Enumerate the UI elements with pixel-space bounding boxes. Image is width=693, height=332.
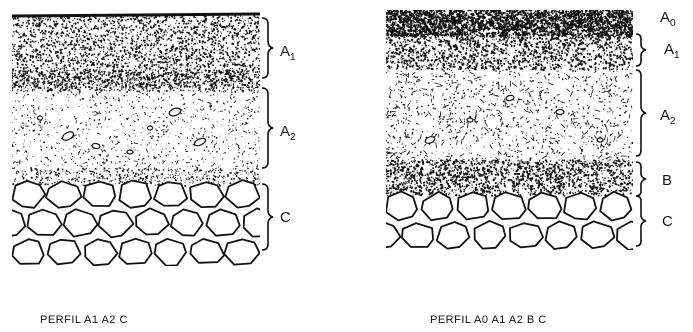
brace-left-a1 [262,18,273,78]
brace-right-a1 [636,34,646,66]
horizon-left-a1 [11,15,261,93]
label-right-b: B [662,172,672,189]
label-right-c: C [662,213,673,230]
brace-left-c [262,184,273,250]
caption-right: PERFIL A0 A1 A2 B C [430,314,547,326]
brace-right-a2 [636,70,646,156]
label-left-a2: A2 [280,123,296,143]
horizon-right-b [385,159,634,197]
caption-left: PERFIL A1 A2 C [40,314,128,326]
profile-left: A1 A2 C PERFIL A1 A2 C [0,14,312,326]
label-left-c: C [280,209,291,226]
profile-right: A0 A1 A2 B C PERFIL A0 A1 A2 B C [351,9,686,326]
horizon-left-a2 [12,88,261,187]
label-right-a1: A1 [664,41,680,61]
label-left-a1: A1 [280,43,296,63]
horizon-right-a1 [385,33,634,71]
brace-left-a2 [262,88,273,168]
horizon-right-a2 [383,70,633,164]
horizon-left-c [0,180,312,266]
brace-right-c [636,196,646,246]
brace-right-b [636,162,646,196]
profile-left-surface-line [12,14,260,16]
label-right-a2: A2 [660,107,676,127]
horizon-right-c [351,191,686,250]
label-right-a0: A0 [660,9,676,29]
